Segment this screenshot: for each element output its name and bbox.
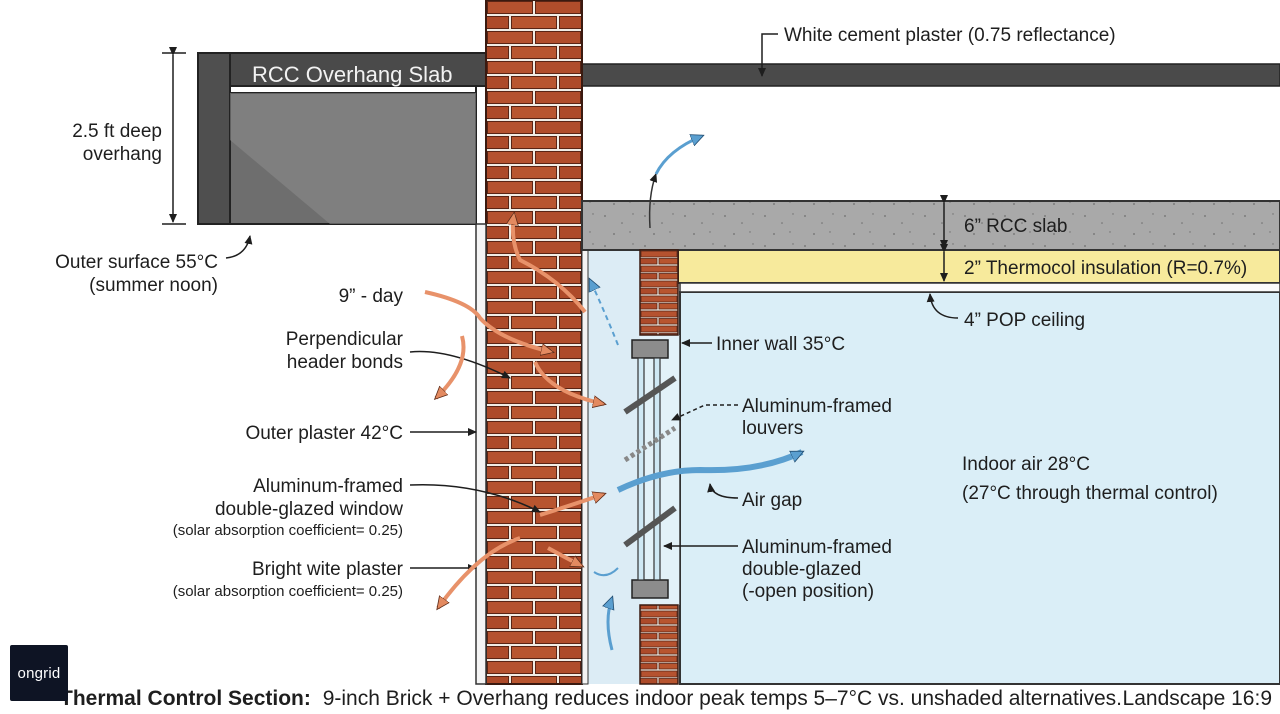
overhang-shadow [230,93,476,224]
caption-text: 9-inch Brick + Overhang reduces indoor p… [323,687,1122,710]
rcc-slab-label: 6” RCC slab [964,216,1067,237]
upper-roof-slab [581,63,1280,87]
leader-pop-ceiling [926,293,959,319]
air-arrow [590,280,619,346]
leader-air-gap [707,483,739,499]
caption-title: Thermal Control Section: [60,687,311,710]
heat-arrow [436,335,466,398]
slab-title: RCC Overhang Slab [252,62,453,87]
indoor-air-label: Indoor air 28°C [962,454,1090,475]
air-arrow [648,173,658,229]
logo-text: ongrid [17,664,61,682]
al-window-coef: (solar absorption coefficient= 0.25) [173,522,403,539]
overhang-depth-label: 2.5 ft deep [72,121,162,142]
louver-blade [623,425,677,463]
pop-ceiling [679,282,1280,293]
heat-arrow [539,494,604,517]
outer-plaster-layer [475,223,487,685]
brick-wall-9-inch [485,0,583,685]
thermocol-label: 2” Thermocol insulation (R=0.7%) [964,258,1247,279]
louver-blade [623,505,677,548]
rcc-slab-6in [581,200,1280,251]
leader-white-cement [758,33,778,77]
ongrid-logo: ongrid [10,645,68,701]
louver-blade [623,375,677,415]
louvers-label: louvers [742,418,803,439]
outer-surface-note: (summer noon) [89,275,218,296]
heat-arrow [533,361,604,404]
caption: Thermal Control Section: 9-inch Brick + … [60,687,1122,710]
heat-arrow [424,290,552,352]
glazed-open-label: Aluminum-framed [742,537,892,558]
bright-plaster-label: Bright wite plaster [252,559,404,580]
leader-outer-surface [225,235,253,259]
heat-arrow [438,536,521,608]
heat-arrow [547,546,582,568]
air-gap-zone [582,250,640,684]
leader-perp-header-1 [409,350,511,379]
inner-wall-label: Inner wall 35°C [716,334,845,355]
glazed-open-label: double-glazed [742,559,861,580]
air-gap-label: Air gap [742,490,802,511]
white-cement-label: White cement plaster (0.75 reflectance) [784,25,1116,46]
glass-pane-inner [653,357,661,581]
glass-pane-outer [637,357,645,581]
air-arrow [608,598,612,651]
air-arrow [616,449,802,493]
air-arrow [654,136,702,175]
indoor-air-note: (27°C through thermal control) [962,483,1218,504]
al-window-label: Aluminum-framed [253,476,403,497]
heat-arrow [513,214,587,314]
al-window-label: double-glazed window [215,499,403,520]
perp-header-label: header bonds [287,352,403,373]
pop-ceiling-label: 4” POP ceiling [964,310,1085,331]
caption-aspect: Landscape 16:9 [1123,687,1272,710]
leader-al-window [409,483,541,513]
perp-header-label: Perpendicular [286,329,404,350]
glazed-open-label: (-open position) [742,581,874,602]
overhang-drop [197,52,231,225]
louvers-label: Aluminum-framed [742,396,892,417]
inner-brick-pier-top [639,249,679,336]
inner-plaster-layer [581,249,589,685]
indoor-air-zone [679,291,1280,685]
outer-surface-label: Outer surface 55°C [55,252,218,273]
window-head-frame [631,339,669,359]
air-arrow [593,567,619,577]
bright-plaster-coef: (solar absorption coefficient= 0.25) [173,583,403,600]
overhang-depth-label: overhang [83,144,162,165]
window-sill-frame [631,579,669,599]
nine-inch-day-label: 9” - day [339,286,404,307]
inner-brick-pier-bottom [639,604,679,685]
leader-louvers [671,404,738,421]
outer-plaster-label: Outer plaster 42°C [245,423,403,444]
